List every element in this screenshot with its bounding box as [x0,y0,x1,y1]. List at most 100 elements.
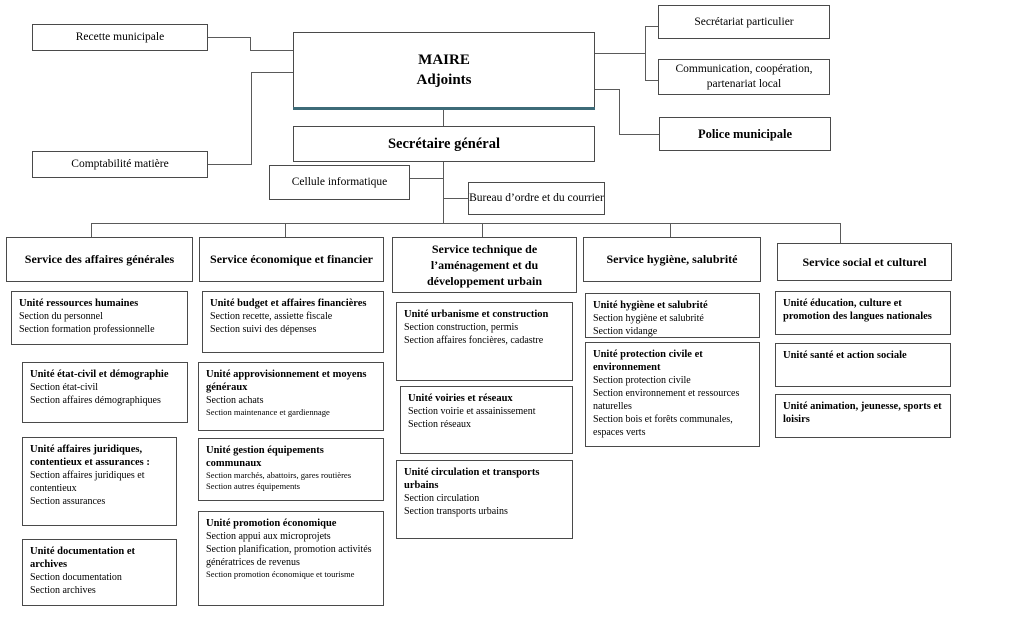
unit-box[interactable]: Unité hygiène et salubrité Section hygiè… [585,293,760,338]
connector-sg-bus [443,161,444,223]
box-cellule-informatique[interactable]: Cellule informatique [269,165,410,200]
connector-secretariat-h [645,26,659,27]
box-secretariat-particulier-label: Secrétariat particulier [694,15,794,28]
service-header-social-culturel[interactable]: Service social et culturel [777,243,952,281]
service-header-economique-financier[interactable]: Service économique et financier [199,237,384,282]
connector-recette-h1 [207,37,251,38]
box-recette-municipale[interactable]: Recette municipale [32,24,208,51]
unit-section: Section marchés, abattoirs, gares routiè… [206,470,352,481]
box-maire-title: MAIRE [418,51,470,68]
unit-section: Section bois et forêts communales, espac… [593,414,733,439]
connector-police-h2 [619,134,660,135]
unit-title: Unité protection civile et environnement [593,349,703,374]
unit-box[interactable]: Unité état-civil et démographie Section … [22,362,188,423]
service-header-technique-amenagement-label: Service technique de l’aménagement et du… [426,241,542,289]
unit-section: Section affaires démographiques [30,395,161,407]
box-comptabilite-matiere-label: Comptabilité matière [71,158,169,171]
connector-cellule-h [409,178,444,179]
service-header-affaires-generales[interactable]: Service des affaires générales [6,237,193,282]
unit-box[interactable]: Unité circulation et transports urbains … [396,460,573,539]
box-secretaire-general[interactable]: Secrétaire général [293,126,595,162]
unit-section: Section circulation [404,493,480,505]
unit-section: Section protection civile [593,375,691,387]
box-communication-cooperation[interactable]: Communication, coopération, partenariat … [658,59,830,95]
box-maire-subtitle: Adjoints [416,72,472,88]
connector-recette-h2 [250,50,294,51]
unit-title: Unité état-civil et démographie [30,369,169,380]
box-police-municipale[interactable]: Police municipale [659,117,831,151]
unit-title: Unité circulation et transports urbains [404,467,540,492]
unit-section: Section voirie et assainissement [408,406,536,418]
services-drop-4 [670,223,671,237]
unit-title: Unité santé et action sociale [783,350,907,361]
unit-title: Unité approvisionnement et moyens généra… [206,369,367,394]
unit-box[interactable]: Unité affaires juridiques, contentieux e… [22,437,177,526]
unit-box[interactable]: Unité santé et action sociale [775,343,951,387]
services-drop-5 [840,223,841,243]
unit-box[interactable]: Unité promotion économique Section appui… [198,511,384,606]
service-header-economique-financier-label: Service économique et financier [210,252,373,267]
connector-comptabilite-h1 [207,164,252,165]
box-maire[interactable]: MAIRE Adjoints [293,32,595,108]
unit-section: Section hygiène et salubrité [593,313,704,325]
unit-box[interactable]: Unité documentation et archives Section … [22,539,177,606]
unit-title: Unité affaires juridiques, contentieux e… [30,444,150,469]
services-drop-3 [482,223,483,237]
unit-box[interactable]: Unité animation, jeunesse, sports et loi… [775,394,951,438]
service-header-hygiene-salubrite[interactable]: Service hygiène, salubrité [583,237,761,282]
services-bus-line [91,223,841,224]
connector-comptabilite-h2 [251,72,294,73]
unit-box[interactable]: Unité éducation, culture et promotion de… [775,291,951,335]
unit-section: Section transports urbains [404,506,508,518]
unit-title: Unité urbanisme et construction [404,309,549,320]
unit-title: Unité voiries et réseaux [408,393,513,404]
box-communication-cooperation-label: Communication, coopération, partenariat … [675,63,813,90]
unit-section: Section promotion économique et tourisme [206,569,355,580]
unit-section: Section assurances [30,496,106,508]
box-secretaire-general-label: Secrétaire général [387,135,501,152]
unit-title: Unité hygiène et salubrité [593,300,708,311]
unit-section: Section recette, assiette fiscale [210,311,333,323]
unit-title: Unité ressources humaines [19,298,139,309]
unit-title: Unité éducation, culture et promotion de… [783,298,932,323]
connector-maire-right-v [645,26,646,81]
unit-title: Unité budget et affaires financières [210,298,367,309]
services-drop-2 [285,223,286,237]
connector-police-v [619,89,620,135]
unit-box[interactable]: Unité protection civile et environnement… [585,342,760,447]
unit-box[interactable]: Unité voiries et réseaux Section voirie … [400,386,573,454]
connector-bureau-h [443,198,469,199]
connector-maire-right-h [594,53,646,54]
maire-accent-bar [293,107,595,110]
unit-box[interactable]: Unité ressources humaines Section du per… [11,291,188,345]
unit-box[interactable]: Unité urbanisme et construction Section … [396,302,573,381]
unit-box[interactable]: Unité approvisionnement et moyens généra… [198,362,384,431]
unit-section: Section suivi des dépenses [210,324,317,336]
unit-section: Section affaires juridiques et contentie… [30,470,145,495]
unit-title: Unité promotion économique [206,518,337,529]
unit-section: Section environnement et ressources natu… [593,388,740,413]
unit-section: Section état-civil [30,382,99,394]
unit-section: Section maintenance et gardiennage [206,407,330,418]
connector-police-h1 [594,89,620,90]
unit-section: Section du personnel [19,311,103,323]
unit-section: Section construction, permis [404,322,519,334]
unit-section: Section documentation [30,572,122,584]
unit-title: Unité gestion équipements communaux [206,445,324,470]
services-drop-1 [91,223,92,237]
unit-section: Section archives [30,585,96,597]
unit-box[interactable]: Unité gestion équipements communaux Sect… [198,438,384,501]
box-cellule-informatique-label: Cellule informatique [291,176,388,189]
box-bureau-ordre-courrier-label: Bureau d’ordre et du courrier [469,192,604,205]
service-header-affaires-generales-label: Service des affaires générales [24,252,175,267]
unit-section: Section planification, promotion activit… [206,544,372,569]
unit-section: Section autres équipements [206,481,301,492]
unit-box[interactable]: Unité budget et affaires financières Sec… [202,291,384,353]
box-bureau-ordre-courrier[interactable]: Bureau d’ordre et du courrier [468,182,605,215]
connector-recette-v [250,37,251,51]
box-recette-municipale-label: Recette municipale [75,31,165,44]
service-header-technique-amenagement[interactable]: Service technique de l’aménagement et du… [392,237,577,293]
box-secretariat-particulier[interactable]: Secrétariat particulier [658,5,830,39]
box-comptabilite-matiere[interactable]: Comptabilité matière [32,151,208,178]
